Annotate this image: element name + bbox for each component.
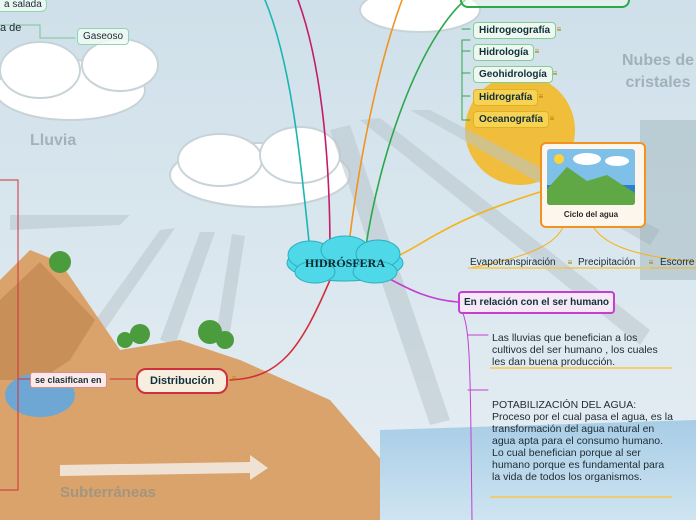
node-precipitacion[interactable]: Precipitación bbox=[578, 257, 636, 268]
node-ciclo-del-agua[interactable]: Ciclo del agua bbox=[540, 142, 646, 228]
node-clasificacion-partial[interactable] bbox=[460, 0, 630, 8]
note-icon[interactable]: ≡ bbox=[567, 258, 573, 267]
node-evapotranspiracion[interactable]: Evapotranspiración bbox=[470, 257, 556, 268]
ser-humano-text-lluvias: Las lluvias que benefician a los cultivo… bbox=[492, 332, 658, 368]
node-geohidrologia[interactable]: Geohidrología bbox=[473, 66, 553, 83]
note-icon[interactable]: ≡ bbox=[538, 92, 544, 101]
node-hidrografia[interactable]: Hidrografía bbox=[473, 89, 539, 106]
node-hidrologia[interactable]: Hidrología bbox=[473, 44, 535, 61]
ser-humano-text-potabilizacion: POTABILIZACIÓN DEL AGUA: Proceso por el … bbox=[492, 399, 673, 483]
node-hidrogeografia[interactable]: Hidrogeografía bbox=[473, 22, 557, 39]
note-icon[interactable]: ≡ bbox=[231, 374, 237, 383]
note-icon[interactable]: ≡ bbox=[549, 114, 555, 123]
note-icon[interactable]: ≡ bbox=[552, 69, 558, 78]
node-oceanografia[interactable]: Oceanografía bbox=[473, 111, 549, 128]
ciclo-caption: Ciclo del agua bbox=[563, 210, 619, 219]
central-topic[interactable]: HIDRÓSFERA bbox=[305, 256, 386, 270]
node-a-de[interactable]: a de bbox=[0, 22, 22, 34]
node-agua-salada[interactable]: a salada bbox=[0, 0, 47, 12]
note-icon[interactable]: ≡ bbox=[648, 258, 654, 267]
note-icon[interactable]: ≡ bbox=[534, 47, 540, 56]
note-icon[interactable]: ≡ bbox=[556, 25, 562, 34]
node-ser-humano[interactable]: En relación con el ser humano bbox=[458, 291, 616, 314]
node-gaseoso[interactable]: Gaseoso bbox=[77, 28, 130, 45]
bg-word-nubes: Nubes de cristales bbox=[621, 52, 694, 91]
bg-word-lluvia: Lluvia bbox=[30, 132, 77, 149]
node-se-clasifican-en[interactable]: se clasifican en bbox=[30, 372, 107, 388]
bg-word-subterraneas: Subterráneas bbox=[60, 484, 156, 501]
center-cloud-shape bbox=[286, 235, 404, 284]
node-escorrentia[interactable]: Escorre bbox=[660, 257, 695, 268]
node-distribucion[interactable]: Distribución bbox=[136, 368, 229, 394]
ciclo-image bbox=[547, 149, 635, 205]
